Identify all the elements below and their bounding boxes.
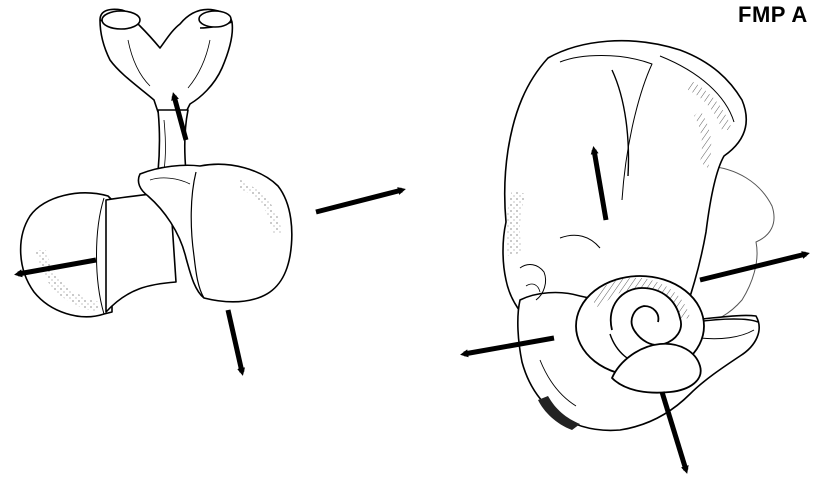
femur-figure xyxy=(21,9,292,316)
arrow-femur-down xyxy=(228,310,242,372)
header-title: FMP A xyxy=(738,2,808,28)
connector-arrow xyxy=(316,190,402,212)
femur-shaft xyxy=(158,110,188,172)
pelvis-figure xyxy=(503,41,774,431)
